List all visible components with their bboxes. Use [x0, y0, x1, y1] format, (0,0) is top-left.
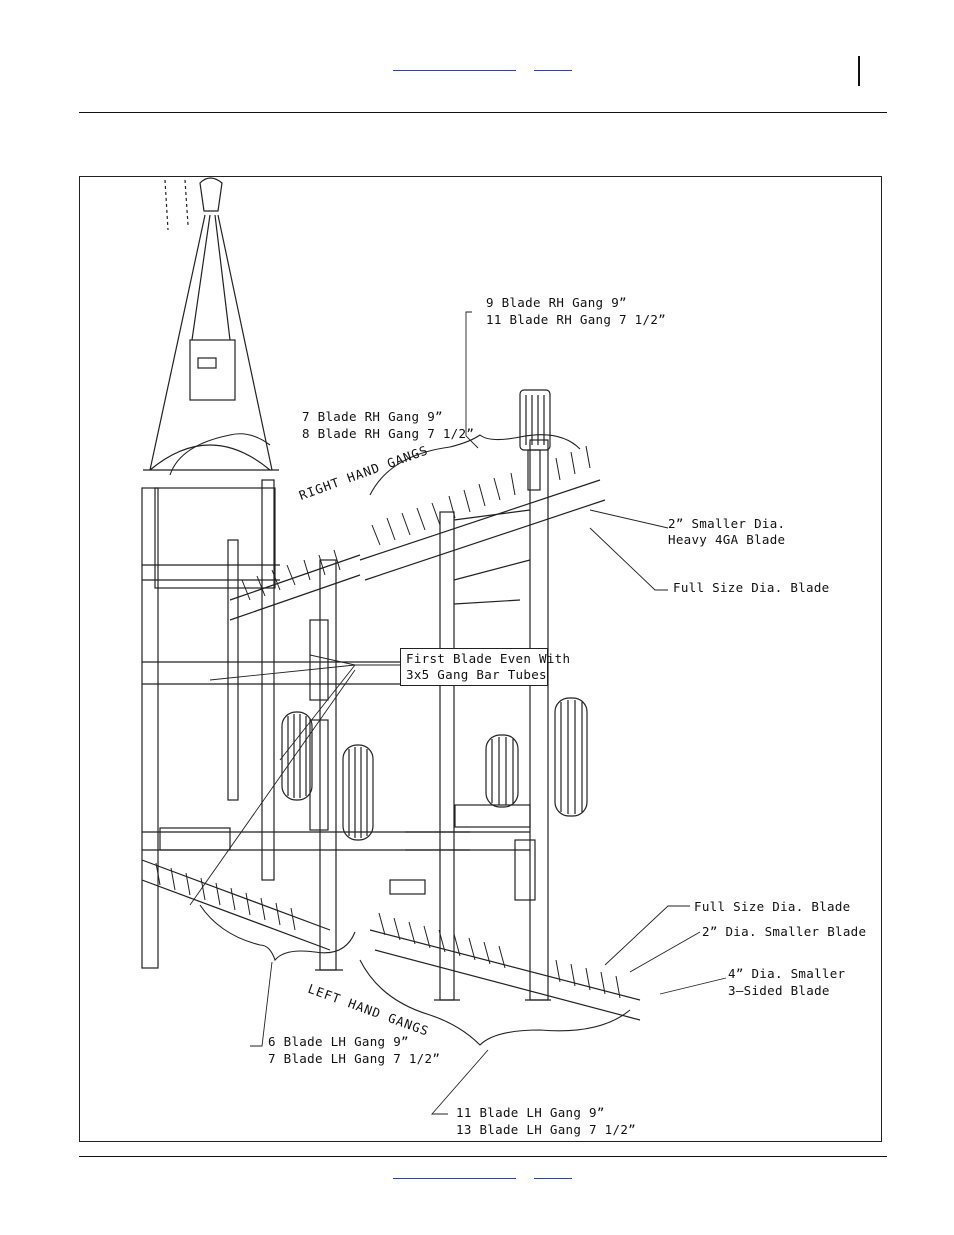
leader-lh6 [250, 961, 273, 1047]
leader-dia-4 [659, 977, 727, 995]
label-lh6: 6 Blade LH Gang 9” [268, 1034, 409, 1049]
rh-gang-bar [359, 479, 606, 581]
hitch-chain [164, 179, 189, 231]
label-heavy-4ga: Heavy 4GA Blade [668, 532, 786, 547]
rh-blades [241, 445, 591, 601]
wheel-right [554, 697, 588, 817]
tongue-right [217, 214, 273, 471]
label-full-size-bottom: Full Size Dia. Blade [694, 899, 851, 914]
label-first-blade-1: First Blade Even With [406, 651, 571, 666]
header-page-marker [858, 56, 860, 86]
leader-smaller-2 [589, 509, 669, 529]
label-dia-4-smaller: 4” Dia. Smaller [728, 966, 846, 981]
rh-gang-brace-large [369, 434, 581, 496]
disc-harrow-drawing [141, 177, 727, 1115]
footer-link-left[interactable] [393, 1166, 516, 1179]
leader-first-blade [189, 654, 400, 906]
hitch-bracket [143, 444, 279, 471]
label-full-size-top: Full Size Dia. Blade [673, 580, 830, 595]
wheel-center [485, 734, 519, 808]
mast-center [439, 511, 455, 1001]
leader-rh9 [465, 311, 479, 449]
rh-gang-brace-small [169, 433, 271, 476]
label-lh7: 7 Blade LH Gang 7 1/2” [268, 1051, 441, 1066]
label-rh8: 8 Blade RH Gang 7 1/2” [302, 426, 475, 441]
footer-link-right[interactable] [534, 1166, 572, 1179]
label-dia-2-smaller: 2” Dia. Smaller Blade [702, 924, 867, 939]
frame-left-outer [141, 487, 159, 969]
wheel-mid [342, 744, 374, 841]
leader-full-size-top [589, 527, 668, 591]
label-smaller-2: 2” Smaller Dia. [668, 516, 786, 531]
label-rh11: 11 Blade RH Gang 7 1/2” [486, 312, 666, 327]
hitch-ring [199, 177, 223, 212]
label-three-sided: 3–Sided Blade [728, 983, 830, 998]
leader-dia-2 [629, 931, 701, 973]
header-link-left[interactable] [393, 58, 516, 71]
tongue-left [149, 214, 206, 471]
leader-full-size-bottom [604, 905, 690, 966]
wheel-left [281, 711, 313, 801]
footer-rule [79, 1156, 887, 1157]
wing-cylinder [519, 389, 551, 451]
lh-gang-brace-small [199, 904, 356, 962]
callout-first-blade: First Blade Even With 3x5 Gang Bar Tubes [400, 648, 571, 686]
label-lh13: 13 Blade LH Gang 7 1/2” [456, 1122, 636, 1137]
label-lh11: 11 Blade LH Gang 9” [456, 1105, 605, 1120]
header-rule [79, 112, 887, 113]
lh-gang-brace-large [359, 959, 631, 1046]
figure-frame [79, 176, 882, 1142]
label-rh7: 7 Blade RH Gang 9” [302, 409, 443, 424]
header-link-right[interactable] [534, 58, 572, 71]
lh-gang-bar [369, 929, 641, 1021]
frame-crossbar-bottom [142, 831, 470, 851]
lh-blades [155, 862, 621, 999]
label-rh9: 9 Blade RH Gang 9” [486, 295, 627, 310]
leader-lh11 [431, 1049, 489, 1115]
label-first-blade-2: 3x5 Gang Bar Tubes [406, 667, 547, 682]
